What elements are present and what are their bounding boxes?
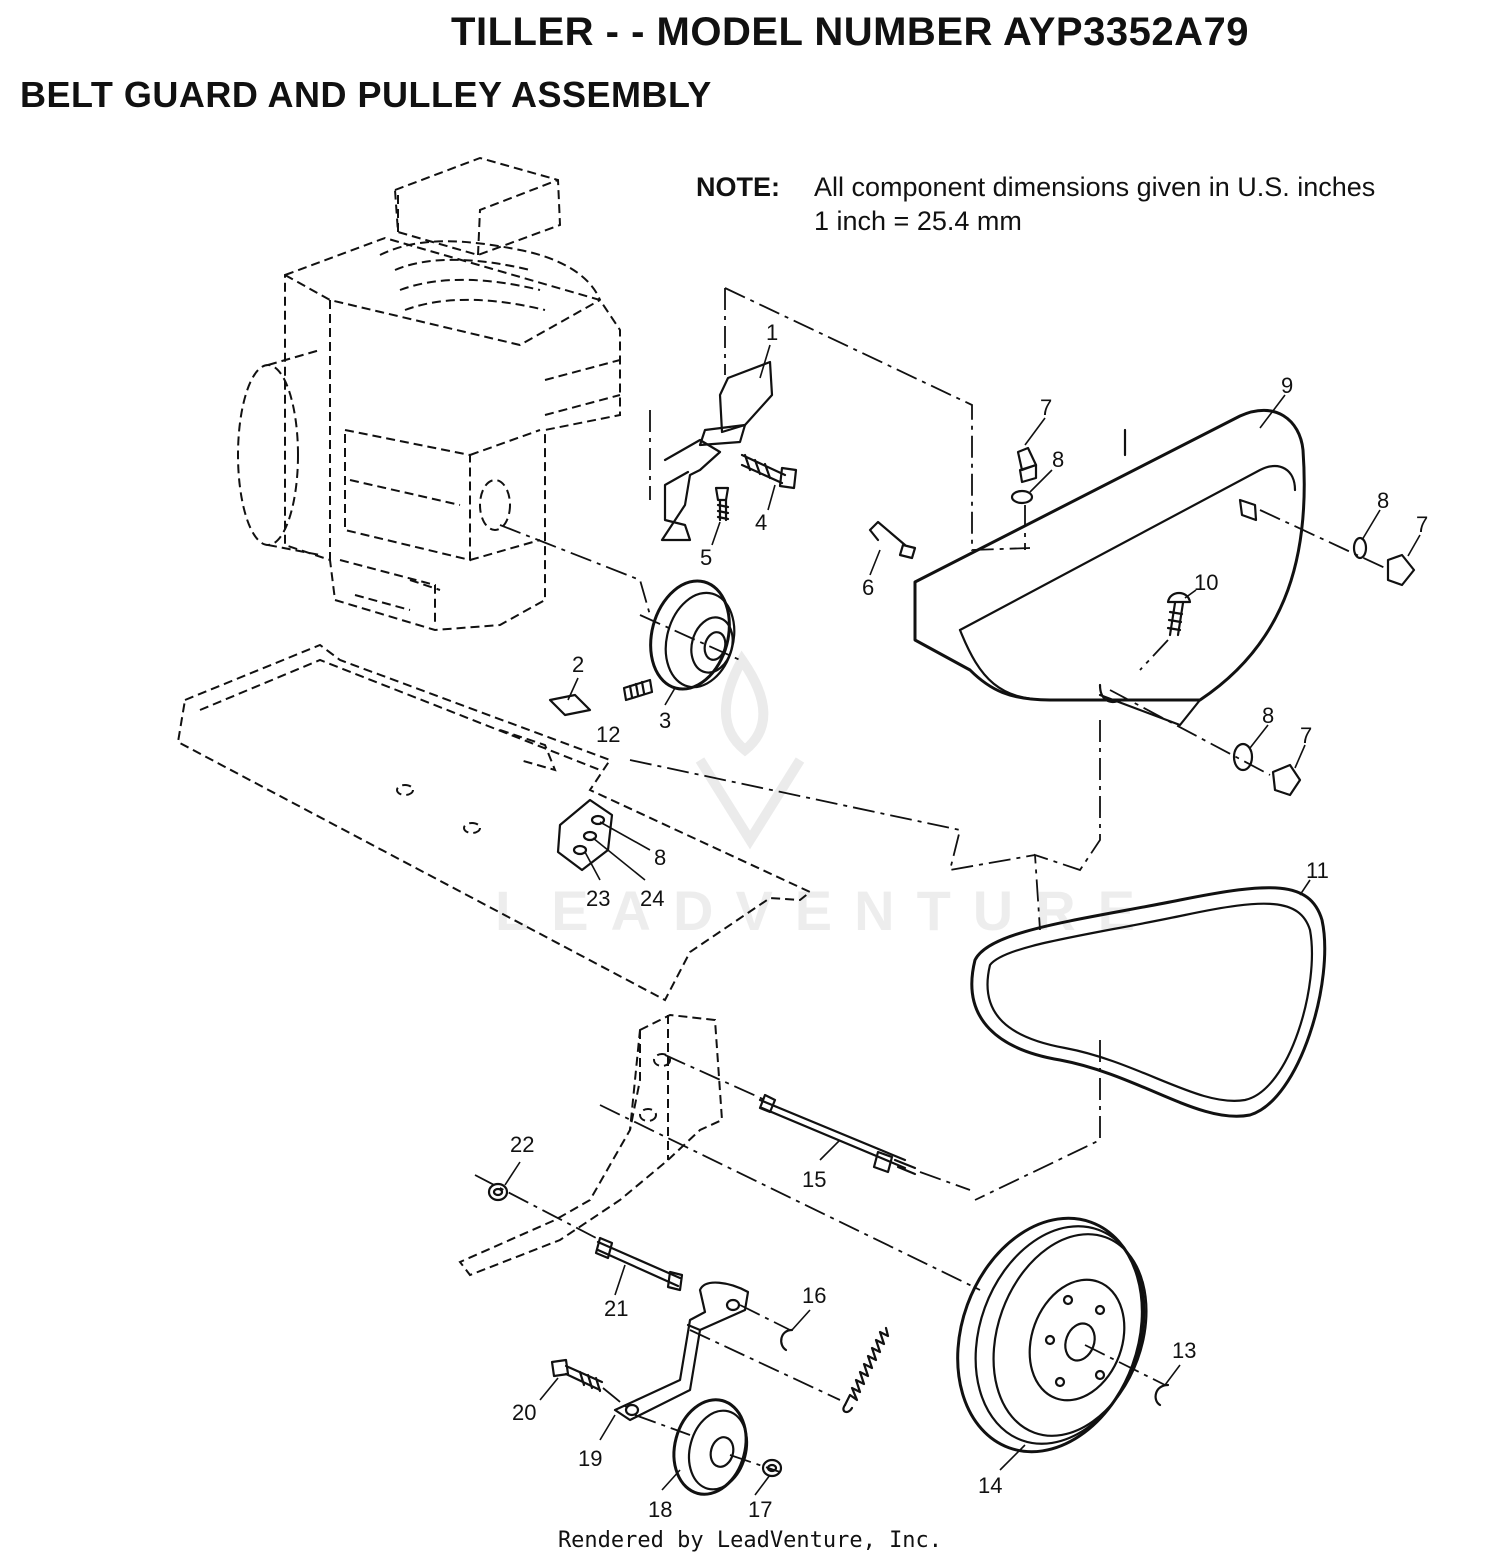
part-2-key bbox=[548, 693, 592, 717]
callout-4: 4 bbox=[755, 510, 767, 535]
callout-8-plate: 8 bbox=[654, 845, 666, 870]
callout-3: 3 bbox=[659, 708, 671, 733]
note-line-2: 1 inch = 25.4 mm bbox=[814, 206, 1022, 236]
callout-11: 11 bbox=[1306, 858, 1329, 883]
footer-credit: Rendered by LeadVenture, Inc. bbox=[557, 1528, 943, 1553]
note-line-1: All component dimensions given in U.S. i… bbox=[814, 172, 1376, 202]
shield-dash-line bbox=[629, 759, 1036, 872]
part-12-set-screw bbox=[622, 678, 654, 702]
idler-spring bbox=[842, 1326, 890, 1414]
tine-shield-frame bbox=[176, 643, 812, 1002]
pulley-18-centerline bbox=[634, 1414, 781, 1473]
callout-17: 17 bbox=[748, 1497, 772, 1522]
part-21-idler-shaft bbox=[594, 1236, 684, 1292]
section-subtitle: BELT GUARD AND PULLEY ASSEMBLY bbox=[20, 74, 712, 115]
nut-22-centerline bbox=[474, 1174, 601, 1241]
callout-13: 13 bbox=[1172, 1338, 1196, 1363]
part-8-washer-lower bbox=[1232, 742, 1254, 772]
callout-16: 16 bbox=[802, 1283, 826, 1308]
part-17-nut bbox=[761, 1458, 783, 1478]
pulley-hub-centerline bbox=[1084, 1344, 1166, 1386]
dimension-note: NOTE: All component dimensions given in U… bbox=[696, 170, 1375, 238]
part-3-engine-pulley bbox=[649, 579, 736, 691]
part-6-clip bbox=[868, 520, 917, 560]
crankshaft-centerline bbox=[499, 524, 651, 616]
callout-15: 15 bbox=[802, 1167, 826, 1192]
part-14-tine-pulley bbox=[956, 1216, 1148, 1454]
callout-18: 18 bbox=[648, 1497, 672, 1522]
lower-bracket bbox=[458, 1013, 724, 1277]
callout-8-lower: 8 bbox=[1262, 703, 1274, 728]
shaft-centerline-upper bbox=[664, 1054, 971, 1191]
watermark-logo bbox=[695, 650, 805, 850]
callout-8-top: 8 bbox=[1052, 447, 1064, 472]
note-label: NOTE: bbox=[696, 172, 780, 202]
part-8-washer-top bbox=[1010, 489, 1034, 505]
part-20-bolt bbox=[550, 1358, 604, 1393]
part-7-acorn-nut-top bbox=[1016, 446, 1038, 484]
callout-7-top: 7 bbox=[1040, 395, 1052, 420]
part-16-retaining-ring bbox=[780, 1328, 794, 1352]
callout-6: 6 bbox=[862, 575, 874, 600]
callout-20: 20 bbox=[512, 1400, 536, 1425]
part-5-screw bbox=[714, 486, 730, 522]
leader-lines bbox=[504, 344, 1421, 1496]
nut-right-centerline bbox=[1259, 509, 1386, 569]
part-4-bolt bbox=[740, 453, 798, 490]
callout-9: 9 bbox=[1281, 373, 1293, 398]
note-body: All component dimensions given in U.S. i… bbox=[814, 170, 1375, 238]
bolt-centerline bbox=[1139, 639, 1169, 671]
part-15-shaft-bolt bbox=[758, 1093, 917, 1176]
idler-centerlines bbox=[689, 1304, 841, 1401]
shaft-centerline-lower bbox=[599, 1104, 981, 1291]
engine-outline bbox=[237, 156, 621, 632]
callout-22: 22 bbox=[510, 1132, 534, 1157]
part-10-carriage-bolt bbox=[1166, 591, 1192, 637]
part-8-washer-right bbox=[1352, 536, 1368, 560]
title-area: TILLER - - MODEL NUMBER AYP3352A79 bbox=[0, 0, 1500, 70]
part-13-retaining-ring bbox=[1154, 1383, 1170, 1407]
part-23-plate bbox=[556, 798, 614, 872]
part-11-v-belt bbox=[970, 886, 1327, 1118]
callout-24: 24 bbox=[640, 886, 664, 911]
callout-5: 5 bbox=[700, 545, 712, 570]
support-bracket bbox=[660, 438, 722, 542]
part-7-acorn-nut-lower bbox=[1271, 763, 1302, 797]
callout-1: 1 bbox=[766, 320, 778, 345]
part-18-idler-pulley bbox=[672, 1398, 749, 1496]
callout-labels: 1 2 3 4 5 6 7 7 7 8 8 8 8 9 10 11 12 13 … bbox=[510, 320, 1428, 1522]
guard-dash-line bbox=[1034, 720, 1101, 931]
page-title: TILLER - - MODEL NUMBER AYP3352A79 bbox=[451, 10, 1249, 54]
part-7-acorn-nut-right bbox=[1386, 553, 1416, 587]
nut-lower-centerline bbox=[1109, 689, 1271, 776]
bolt-20-centerline bbox=[602, 1387, 631, 1411]
part-22-nut bbox=[487, 1182, 509, 1202]
callout-19: 19 bbox=[578, 1446, 602, 1471]
callout-12: 12 bbox=[596, 722, 620, 747]
callout-2: 2 bbox=[572, 652, 584, 677]
lower-dash-line bbox=[974, 1040, 1101, 1201]
callout-14: 14 bbox=[978, 1473, 1002, 1498]
frame-dash-line bbox=[724, 287, 1031, 551]
callout-8-right: 8 bbox=[1377, 488, 1389, 513]
callout-10: 10 bbox=[1194, 570, 1218, 595]
part-19-idler-arm bbox=[613, 1281, 750, 1422]
callout-7-right: 7 bbox=[1416, 512, 1428, 537]
part-9-belt-guard bbox=[913, 408, 1306, 727]
callout-23: 23 bbox=[586, 886, 610, 911]
callout-7-lower: 7 bbox=[1300, 723, 1312, 748]
callout-21: 21 bbox=[604, 1296, 628, 1321]
